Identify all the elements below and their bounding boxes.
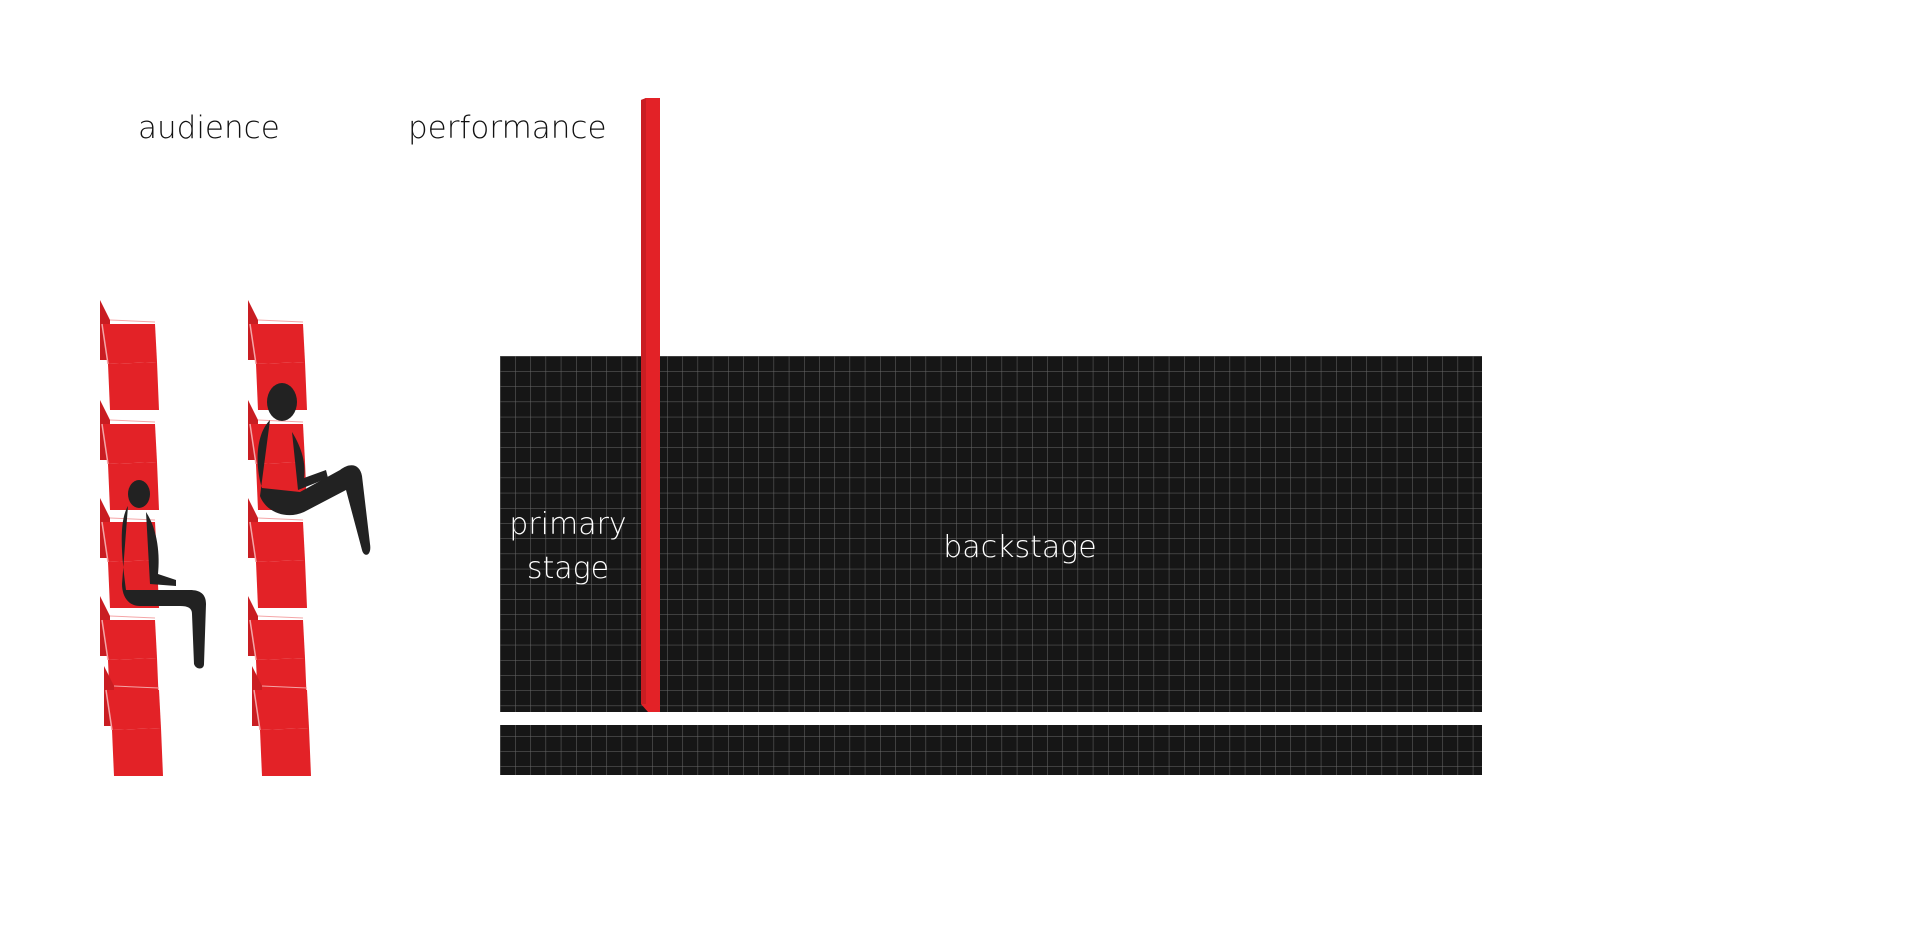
backstage-label: backstage: [943, 530, 1097, 565]
theater-seat-icon: [99, 299, 160, 411]
seated-person-icon: [257, 383, 371, 555]
stage-curtain-wall: [641, 98, 660, 712]
audience-label: audience: [138, 110, 280, 146]
primary-stage-label-line2: stage: [526, 551, 610, 586]
primary-stage-label: primary stage: [498, 503, 638, 591]
theater-seat-icon: [247, 497, 308, 609]
performance-label: performance: [408, 110, 607, 146]
primary-stage-label-line1: primary: [509, 507, 627, 542]
seat-column-right: [247, 299, 312, 777]
stage-apron-strip: [500, 725, 1482, 775]
stage-floor-grid: [500, 356, 1482, 712]
seated-person-icon: [121, 480, 206, 669]
